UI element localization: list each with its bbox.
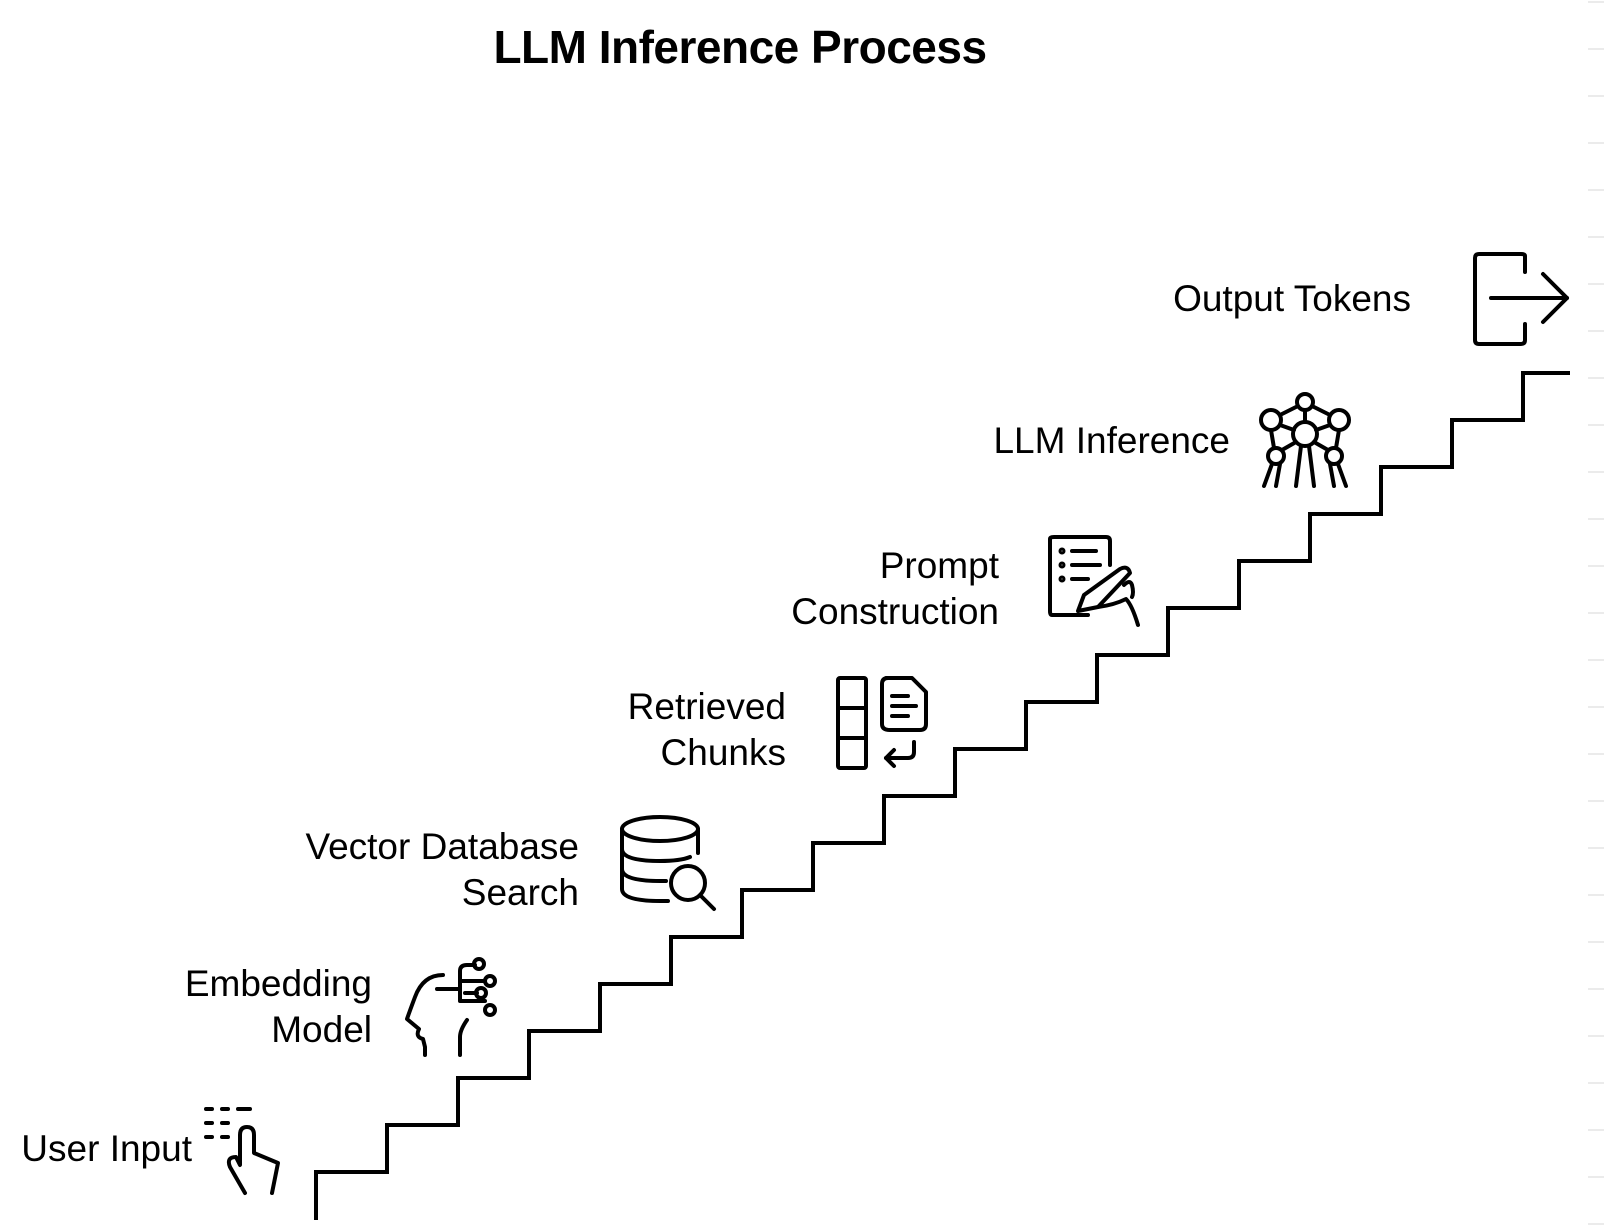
network-atom-icon xyxy=(1258,392,1353,488)
step-label-vector-database-search: Vector Database Search xyxy=(305,826,579,913)
step-label-output-tokens: Output Tokens xyxy=(1173,278,1411,319)
staircase-path xyxy=(314,371,1570,1220)
tap-hand-icon xyxy=(200,1105,285,1195)
page-edge-rule xyxy=(1588,1,1604,1225)
ai-head-icon xyxy=(405,955,500,1057)
step-label-user-input: User Input xyxy=(21,1128,192,1169)
exit-arrow-icon xyxy=(1473,252,1573,346)
database-search-icon xyxy=(620,815,720,915)
step-label-retrieved-chunks: Retrieved Chunks xyxy=(627,686,786,773)
step-label-prompt-construction: Prompt Construction xyxy=(791,545,999,632)
step-label-llm-inference: LLM Inference xyxy=(993,420,1230,461)
step-label-embedding-model: Embedding Model xyxy=(184,963,372,1050)
diagram-title: LLM Inference Process xyxy=(493,21,987,73)
document-write-icon xyxy=(1048,535,1143,630)
document-return-icon xyxy=(836,676,931,771)
